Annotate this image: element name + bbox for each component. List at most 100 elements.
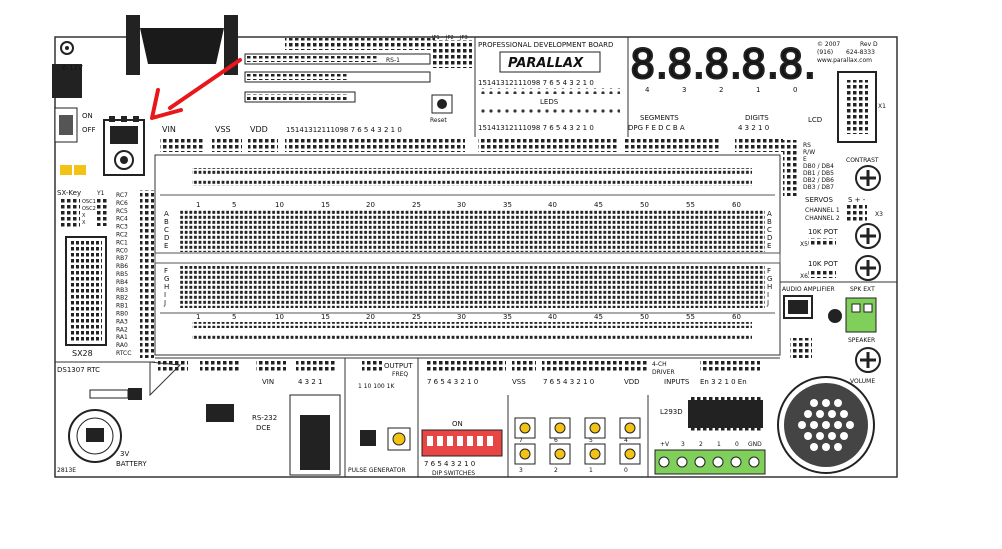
terminal-label-1: 1 xyxy=(717,441,721,448)
terminal-label-2: 2 xyxy=(699,441,703,448)
pb-num-6: 6 xyxy=(554,437,558,444)
power-switch-off-label: OFF xyxy=(82,126,96,134)
rs232-block: RS-232 DCE xyxy=(206,394,341,476)
col-num-top-55: 55 xyxy=(686,201,695,209)
sx28-pin-rb1: RB1 xyxy=(116,303,128,310)
segments-label: SEGMENTS xyxy=(640,114,679,122)
led-numbers-top: 15141312111098 7 6 5 4 3 2 1 0 xyxy=(478,79,594,87)
col-num-bottom-1: 1 xyxy=(196,313,200,321)
rtc-block: DS1307 RTC 3V BATTERY 2813E xyxy=(55,361,182,474)
row-i-right: I xyxy=(767,291,769,299)
bottom-numbers-8-a: 7 6 5 4 3 2 1 0 xyxy=(427,378,478,386)
power-switch-on-label: ON xyxy=(82,112,93,120)
col-num-bottom-55: 55 xyxy=(686,313,695,321)
vin-label: VIN xyxy=(162,125,176,134)
row-g-left: G xyxy=(164,275,169,283)
inputs-pins: En 3 2 1 0 En xyxy=(700,378,747,386)
col-num-bottom-50: 50 xyxy=(640,313,649,321)
red-arrow xyxy=(150,58,242,120)
digit-1-display: 8. xyxy=(667,42,705,88)
leds-label: LEDS xyxy=(540,98,559,106)
spk-ext-label: SPK EXT xyxy=(850,286,875,293)
servos-signs: S + - xyxy=(848,196,866,204)
dip-label: DIP SWITCHES xyxy=(432,470,475,477)
pb-num-3: 3 xyxy=(519,467,523,474)
vss-label: VSS xyxy=(215,125,231,134)
terminal-label-v: +V xyxy=(660,441,670,448)
digit-3-display: 8. xyxy=(741,42,779,88)
sx28-pin-rc6: RC6 xyxy=(116,200,128,207)
dip-on-label: ON xyxy=(452,420,463,428)
sx28-pin-labels: RC7RC6RC5RC4RC3RC2RC1RC0RB7RB6RB5RB4RB3R… xyxy=(82,192,131,357)
col-num-top-15: 15 xyxy=(321,201,330,209)
jumper-label-1: JP1 xyxy=(431,35,440,41)
sx28-pin-rb7: RB7 xyxy=(116,255,128,262)
db9-connector xyxy=(126,15,238,75)
col-num-bottom-35: 35 xyxy=(503,313,512,321)
row-h-left: H xyxy=(164,283,169,291)
digit-4-display: 8. xyxy=(778,42,816,88)
col-num-top-50: 50 xyxy=(640,201,649,209)
servo-channel-1: CHANNEL 1 xyxy=(805,207,840,214)
dip-numbers: 7 6 5 4 3 2 1 0 xyxy=(424,460,475,468)
power-switch: ON OFF xyxy=(54,107,96,143)
power-jack-label: 6-12V xyxy=(62,64,83,72)
rs232-label-2: DCE xyxy=(256,424,271,432)
pot-1-x-label: X5 xyxy=(800,241,808,248)
sx28-pin-rc1: RC1 xyxy=(116,239,128,246)
lcd-pin-db3: DB3 / DB7 xyxy=(803,184,834,191)
lcd-header: X1 LCD xyxy=(808,71,886,143)
inputs-label: INPUTS xyxy=(664,378,690,386)
rs-label: RS-1 xyxy=(386,57,400,64)
col-num-top-5: 5 xyxy=(232,201,236,209)
segment-letters: DPG F E D C B A xyxy=(628,124,685,132)
servos-block: SERVOS S + - CHANNEL 1 CHANNEL 2 X3 xyxy=(805,196,883,223)
logo-text: PARALLAX xyxy=(508,56,584,71)
servos-label: SERVOS xyxy=(805,196,834,204)
lcd-pin-header: RS R/W E DB0 / DB4 DB1 / DB5 DB2 / DB6 D… xyxy=(783,140,879,196)
col-num-bottom-20: 20 xyxy=(366,313,375,321)
digits-label: DIGITS xyxy=(745,114,769,122)
row-b-left: B xyxy=(164,218,169,226)
sx28-pin-rc2: RC2 xyxy=(116,232,128,239)
row-g-right: G xyxy=(767,275,772,283)
dip-switches: ON 7 6 5 4 3 2 1 0 DIP SWITCHES xyxy=(421,395,509,477)
sx28-pin-ra0: RA0 xyxy=(116,342,128,349)
output-label: OUTPUT xyxy=(384,362,413,370)
terminal-label-gnd: GND xyxy=(748,441,762,448)
pot-1-label: 10K POT xyxy=(808,228,838,236)
battery-label-1: 3V xyxy=(120,450,129,458)
bottom-vss-label: VSS xyxy=(512,378,526,386)
rtc-label: DS1307 RTC xyxy=(57,366,100,374)
sx28-label: SX28 xyxy=(72,349,93,358)
digit-pos-0: 0 xyxy=(793,86,797,94)
copyright-line-1: © 2007 xyxy=(817,41,840,48)
row-d-right: D xyxy=(767,234,772,242)
col-num-top-40: 40 xyxy=(548,201,557,209)
freq-label: FREQ xyxy=(392,371,408,378)
col-num-bottom-25: 25 xyxy=(412,313,421,321)
contrast-knob xyxy=(855,165,881,191)
servo-channel-2: CHANNEL 2 xyxy=(805,215,840,222)
copyright-block: © 2007 Rev D (916) 624-8333 www.parallax… xyxy=(817,41,878,64)
pb-num-4: 4 xyxy=(624,437,628,444)
col-num-bottom-30: 30 xyxy=(457,313,466,321)
lcd-pin-db0: DB0 / DB4 xyxy=(803,163,834,170)
voltage-regulator xyxy=(103,116,145,176)
board-title: PROFESSIONAL DEVELOPMENT BOARD xyxy=(478,41,613,49)
terminal-label-3: 3 xyxy=(681,441,685,448)
row-h-right: H xyxy=(767,283,772,291)
copyright-line-4: 624-8333 xyxy=(846,49,875,56)
sxkey-label: SX-Key xyxy=(57,189,81,197)
sx28-side-label: OSC1 xyxy=(82,199,96,205)
lcd-label: LCD xyxy=(808,116,822,124)
sx28-block: SX-Key Y1 SX28 RC7RC6RC5RC4RC3RC2RC1RC0R… xyxy=(57,189,154,358)
sx28-side-label: X xyxy=(82,220,86,226)
sx28-pin-rb0: RB0 xyxy=(116,311,128,318)
driver-label-1: 4-CH xyxy=(652,361,667,368)
row-f-right: F xyxy=(767,267,771,275)
col-num-top-1: 1 xyxy=(196,201,200,209)
col-num-top-45: 45 xyxy=(594,201,603,209)
row-b-right: B xyxy=(767,218,772,226)
sx28-pin-rc4: RC4 xyxy=(116,216,128,223)
